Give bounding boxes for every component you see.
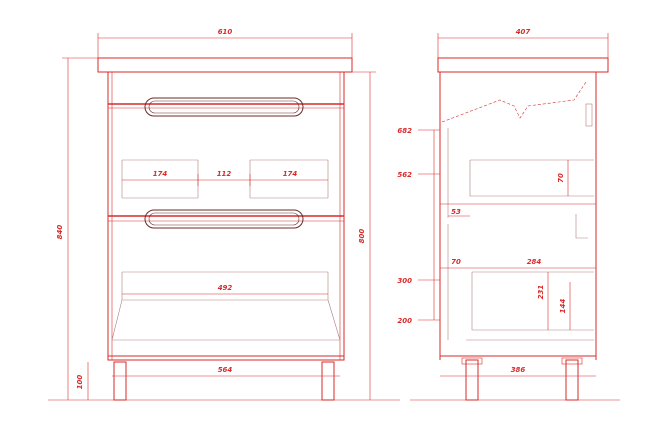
side-back-leg-cap: [561, 357, 583, 365]
level-562-label: 562: [397, 171, 412, 179]
height-144-label: 144: [559, 299, 567, 314]
bottom-depth-label: 386: [511, 366, 526, 374]
lower-drawer-box: [471, 272, 594, 331]
side-back-leg: [565, 359, 579, 401]
sink-profile: [441, 81, 587, 123]
level-200-label: 200: [397, 317, 412, 325]
top-width-label: 610: [218, 28, 233, 36]
lower-drawer-outline: [111, 271, 341, 341]
level-markers: [418, 129, 440, 321]
upper-handle-inner: [148, 100, 300, 114]
left-leg: [113, 361, 127, 401]
rail-bracket: [575, 214, 588, 239]
offset-70-label: 70: [451, 258, 461, 266]
level-682-label: 682: [397, 127, 412, 135]
drawer-depth-label: 284: [527, 258, 542, 266]
side-front-leg: [465, 359, 479, 401]
lower-handle: [144, 209, 304, 229]
offset-53-label: 53: [451, 208, 461, 216]
height-231-label: 231: [537, 285, 545, 300]
inner-width-label: 564: [218, 366, 233, 374]
total-height-label: 840: [56, 225, 64, 240]
insert-left-label: 174: [153, 170, 168, 178]
upper-handle: [144, 97, 304, 117]
upper-drawer-inserts: [121, 159, 329, 199]
upper-drawer-box: [469, 160, 594, 197]
plinth-height-label: 100: [76, 375, 84, 390]
front-view: 610 174 112 174: [48, 28, 400, 401]
side-countertop: [437, 57, 609, 73]
top-depth-label: 407: [516, 28, 531, 36]
side-view: 407 70 53 70 284 231 144: [397, 28, 620, 401]
side-front-leg-cap: [461, 357, 483, 365]
insert-middle-label: 112: [217, 170, 232, 178]
lower-drawer-width-label: 492: [218, 284, 233, 292]
body-height-label: 800: [358, 229, 366, 244]
countertop: [97, 57, 353, 73]
insert-right-label: 174: [283, 170, 298, 178]
level-300-label: 300: [397, 277, 412, 285]
right-leg: [321, 361, 335, 401]
back-bracket: [585, 103, 593, 127]
lower-handle-inner: [148, 212, 300, 226]
drawer-height-70-label: 70: [557, 173, 565, 183]
